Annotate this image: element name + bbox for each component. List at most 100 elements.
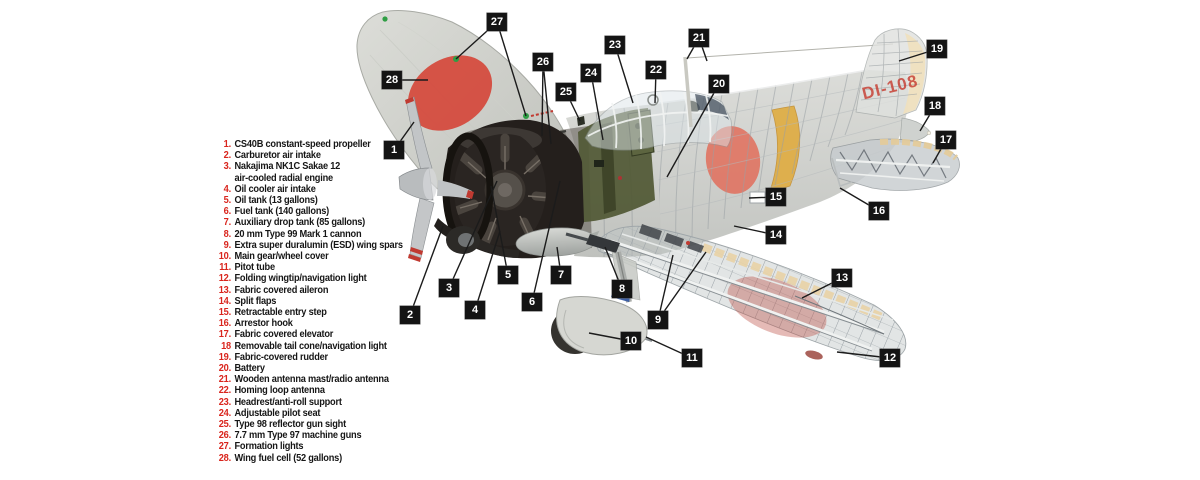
callout-22: 22: [645, 61, 667, 79]
callout-6: 6: [522, 293, 542, 311]
legend-item-number: 3.: [223, 160, 231, 173]
legend-item-number: 27.: [218, 440, 231, 453]
legend-item-label: Extra super duralumin (ESD) wing spars: [234, 238, 403, 251]
formation-light-2: [523, 113, 529, 119]
callout-24: 24: [580, 64, 602, 82]
legend-item-number: 17.: [218, 328, 231, 341]
legend-item-14: 14.Split flaps: [216, 294, 418, 307]
legend-item-25: 25.Type 98 reflector gun sight: [216, 418, 418, 431]
callout-14: 14: [765, 226, 787, 244]
callout-12: 12: [879, 349, 901, 367]
legend-item-label: Fabric-covered rudder: [234, 350, 328, 363]
legend-item-number: 6.: [223, 205, 231, 218]
callout-7: 7: [551, 266, 571, 284]
legend-item-20: 20.Battery: [216, 362, 418, 375]
legend-item-15: 15.Retractable entry step: [216, 306, 418, 319]
legend-item-28: 28.Wing fuel cell (52 gallons): [216, 451, 418, 464]
legend-item-26: 26.7.7 mm Type 97 machine guns: [216, 430, 418, 441]
tailplane: [830, 138, 960, 191]
callout-20: 20: [708, 75, 730, 93]
legend-item-10: 10.Main gear/wheel cover: [216, 250, 418, 263]
legend-item-number: 19.: [218, 350, 231, 363]
legend-item-number: 7.: [223, 216, 231, 229]
legend-item-label: Type 98 reflector gun sight: [234, 418, 346, 431]
legend-item-label: Pitot tube: [234, 261, 275, 274]
legend-item-number: 16.: [218, 317, 231, 330]
legend-item-label: Headrest/anti-roll support: [234, 395, 342, 408]
legend-item-number: 2.: [223, 149, 231, 162]
legend-item-21: 21.Wooden antenna mast/radio antenna: [216, 374, 418, 385]
split-flaps: [639, 224, 704, 253]
legend-item-label: Battery: [234, 362, 265, 375]
legend-item-label: Formation lights: [234, 440, 304, 453]
legend-item-label: Auxiliary drop tank (85 gallons): [234, 216, 366, 229]
legend-item-label: CS40B constant-speed propeller: [234, 138, 371, 150]
legend-item-number: 28.: [218, 451, 231, 464]
legend-item-label: Fuel tank (140 gallons): [234, 205, 330, 218]
legend-item-number: 10.: [218, 250, 231, 263]
arrestor-hook: [831, 157, 853, 188]
legend-item-4: 4.Oil cooler air intake: [216, 182, 418, 195]
legend-item-13: 13.Fabric covered aileron: [216, 283, 418, 296]
legend-item-number: 12.: [218, 272, 231, 285]
callout-9: 9: [648, 311, 668, 329]
callout-2: 2: [400, 306, 420, 324]
legend-item-label: Fabric covered elevator: [234, 328, 334, 341]
legend-item-number: 22.: [218, 384, 231, 397]
legend-item-label: Fabric covered aileron: [234, 283, 329, 296]
wingtip-light: [382, 16, 388, 22]
legend-item-label: 20 mm Type 99 Mark 1 cannon: [234, 227, 362, 240]
legend-item-16: 16.Arrestor hook: [216, 318, 418, 329]
legend-item-number: 20.: [218, 362, 231, 375]
homing-loop-antenna: [647, 94, 659, 106]
callout-10: 10: [620, 332, 642, 350]
left-wing-hinomaru: [407, 55, 493, 131]
legend-item-number: 1.: [223, 138, 231, 150]
legend-item-24: 24.Adjustable pilot seat: [216, 406, 418, 419]
tail-navigation-light: [926, 130, 932, 136]
callout-13: 13: [831, 269, 853, 287]
legend-item-label: Removable tail cone/navigation light: [234, 339, 387, 352]
legend-item-label: Retractable entry step: [234, 306, 327, 319]
legend-item-1: 1.CS40B constant-speed propeller: [216, 138, 418, 150]
legend-item-number: 25.: [218, 418, 231, 431]
legend-item-label: Wing fuel cell (52 gallons): [234, 451, 342, 464]
legend-item-label: Oil cooler air intake: [234, 182, 316, 195]
callout-1: 1: [384, 141, 404, 159]
legend-item-9: 9.Extra super duralumin (ESD) wing spars: [216, 238, 418, 251]
legend-item-11: 11.Pitot tube: [216, 262, 418, 273]
entry-step: [749, 191, 766, 204]
callout-25: 25: [555, 83, 577, 101]
callout-19: 19: [926, 40, 948, 58]
tail-cone: [899, 117, 931, 143]
legend-item-number: 11.: [219, 261, 231, 274]
callout-11: 11: [682, 349, 702, 367]
legend-item-number: 24.: [218, 406, 231, 419]
left-main-wheel: [446, 226, 480, 254]
legend-item-23: 23.Headrest/anti-roll support: [216, 395, 418, 408]
callout-23: 23: [604, 36, 626, 54]
legend-item-27: 27.Formation lights: [216, 441, 418, 452]
legend-item-number: 9.: [223, 238, 231, 251]
legend-item-number: 18: [221, 339, 231, 352]
legend-item-17: 17.Fabric covered elevator: [216, 329, 418, 340]
callout-4: 4: [465, 301, 485, 319]
legend-item-label: Oil tank (13 gallons): [234, 194, 318, 207]
legend-item-number: 5.: [223, 194, 231, 207]
legend-item-label: Carburetor air intake: [234, 149, 321, 162]
callout-26: 26: [532, 53, 554, 71]
callout-27: 27: [486, 13, 508, 31]
callout-8: 8: [612, 280, 632, 298]
callout-18: 18: [924, 97, 946, 115]
legend-item-label: Wooden antenna mast/radio antenna: [234, 373, 389, 386]
aileron-mark: [805, 350, 823, 360]
legend-item-2: 2.Carburetor air intake: [216, 149, 418, 162]
legend-item-7: 7.Auxiliary drop tank (85 gallons): [216, 217, 418, 228]
legend-item-19: 19.Fabric-covered rudder: [216, 350, 418, 363]
legend-item-label: Split flaps: [234, 294, 277, 307]
legend-item-label: 7.7 mm Type 97 machine guns: [234, 429, 362, 442]
